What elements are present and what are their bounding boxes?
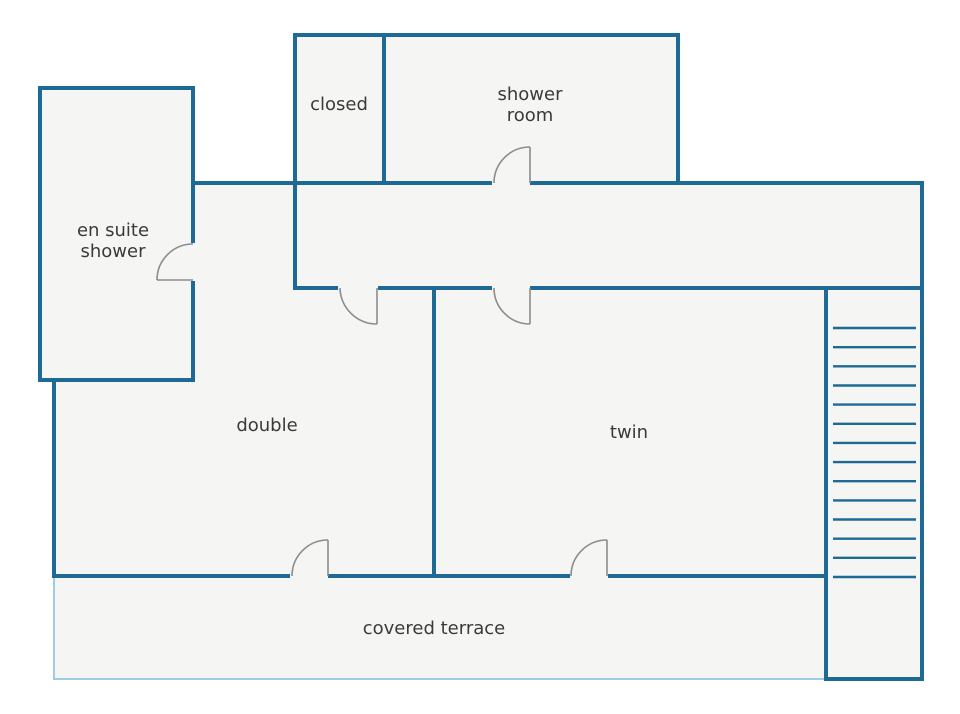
terrace-area [53, 575, 827, 680]
shower-room [382, 33, 680, 185]
stairs [824, 286, 924, 681]
door-gap-twin-corridor [492, 284, 530, 292]
en-suite-shower-room [38, 86, 195, 382]
closed-label: closed [310, 94, 368, 115]
door-twin-corridor[interactable] [493, 287, 531, 325]
door-gap-double-corridor [338, 284, 378, 292]
door-en-suite[interactable] [156, 243, 194, 281]
door-gap-double-terrace [290, 572, 328, 580]
stair-steps [833, 326, 916, 579]
shower-room-label-line2: room [507, 105, 554, 126]
door-twin-terrace[interactable] [570, 539, 608, 577]
shower-room-label-line1: shower [498, 84, 564, 105]
double-label: double [236, 415, 297, 436]
door-double-corridor[interactable] [339, 287, 378, 325]
closed-room [293, 33, 386, 185]
door-gap-en-suite [189, 243, 197, 281]
door-gap-twin-terrace [570, 572, 608, 580]
twin-label: twin [610, 422, 648, 443]
door-shower-room[interactable] [493, 146, 531, 184]
en-suite-label-line2: shower [81, 241, 147, 262]
door-double-terrace[interactable] [291, 539, 329, 577]
door-gap-shower-room [492, 179, 530, 187]
en-suite-label-line1: en suite [77, 220, 149, 241]
corridor [293, 181, 924, 290]
terrace-label: covered terrace [363, 618, 505, 639]
